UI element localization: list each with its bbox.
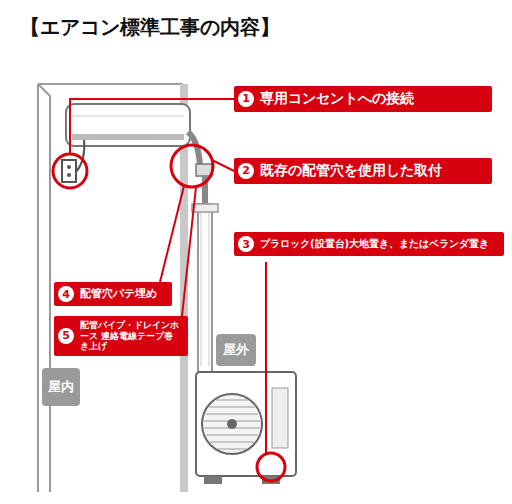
outlet	[62, 140, 84, 182]
area-label: 屋内	[42, 368, 80, 406]
callout-text: 配管パイプ・ドレインホース 連絡電線テープ巻き上げ	[80, 320, 180, 352]
area-label: 屋外	[216, 334, 256, 366]
callout-box: 5 配管パイプ・ドレインホース 連絡電線テープ巻き上げ	[54, 316, 188, 356]
callout-box: 2 既存の配管穴を使用した取付	[234, 158, 492, 184]
outdoor-unit	[196, 372, 296, 484]
callout-box: 4 配管穴パテ埋め	[54, 282, 172, 306]
callout-text: 既存の配管穴を使用した取付	[260, 162, 442, 180]
callout-text: プラロック(設置台)大地置き、またはベランダ置き	[260, 238, 489, 251]
callout-number: 4	[58, 286, 74, 302]
callout-number: 1	[238, 91, 254, 107]
callout-number: 3	[238, 236, 254, 252]
callout-text: 屋外	[223, 342, 249, 358]
callout-number: 5	[58, 328, 74, 344]
callout-box: 1 専用コンセントへの接続	[234, 86, 492, 112]
page-title: 【エアコン標準工事の内容】	[20, 14, 280, 41]
indoor-unit	[66, 104, 190, 146]
callout-text: 屋内	[48, 379, 74, 395]
callout-number: 2	[238, 163, 254, 179]
leader-lines	[53, 99, 285, 481]
callout-text: 専用コンセントへの接続	[260, 90, 414, 108]
callout-text: 配管穴パテ埋め	[80, 287, 157, 301]
callout-box: 3 プラロック(設置台)大地置き、またはベランダ置き	[234, 232, 504, 256]
